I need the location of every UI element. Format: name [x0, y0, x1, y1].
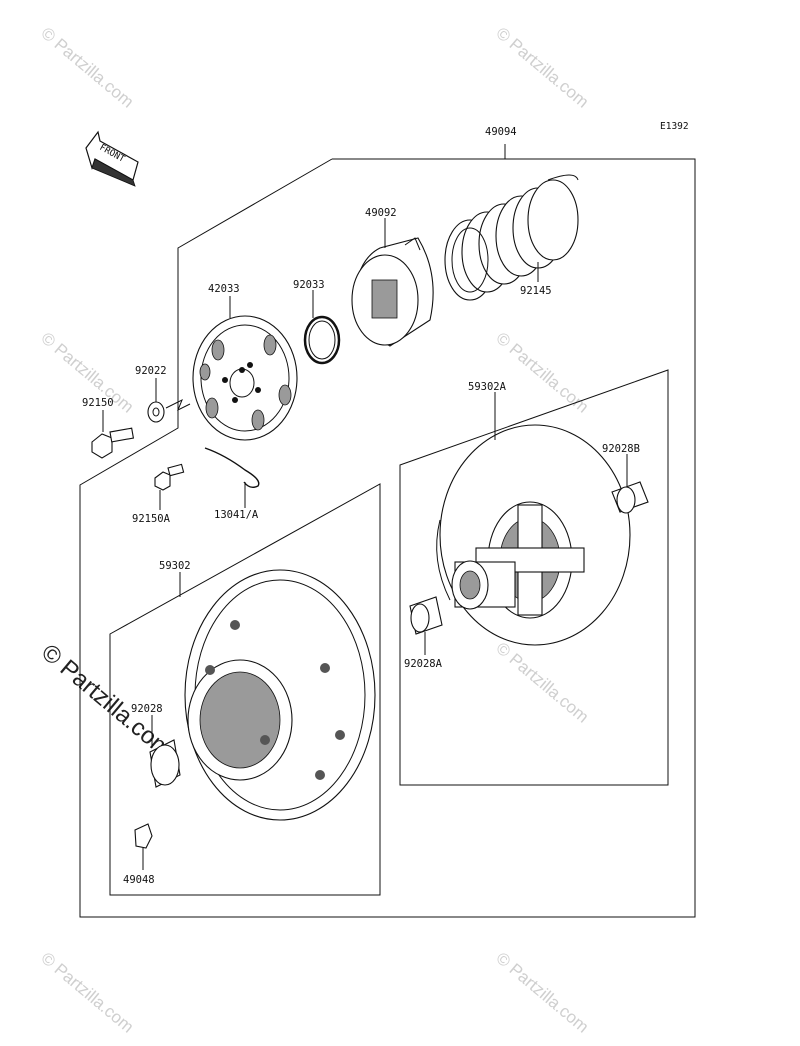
washer-92022 [147, 398, 191, 423]
clip-13041a [204, 447, 260, 489]
bushing-92028 [149, 739, 181, 788]
cam-49092 [351, 237, 434, 347]
plate-42033 [192, 315, 298, 441]
label-49094: 49094 [485, 126, 517, 138]
label-92028b: 92028B [602, 443, 640, 455]
label-92033: 92033 [293, 279, 325, 291]
label-92150: 92150 [82, 397, 114, 409]
bolt-92150 [91, 427, 135, 459]
sheave-59302 [184, 569, 376, 821]
label-92022: 92022 [135, 365, 167, 377]
assembly-frames [79, 144, 696, 918]
watermark-main: © Partzilla.com [36, 639, 177, 764]
watermark: © Partzilla.com [492, 24, 592, 112]
part-labels: 49094 49092 92145 42033 92033 92022 9215… [82, 126, 640, 886]
watermark: © Partzilla.com [492, 639, 592, 727]
watermark: © Partzilla.com [492, 329, 592, 417]
watermark: © Partzilla.com [37, 949, 137, 1037]
bushing-92028a [409, 596, 443, 635]
bushing-92028b [611, 481, 649, 514]
watermark: © Partzilla.com [492, 949, 592, 1037]
label-59302a: 59302A [468, 381, 507, 393]
label-59302: 59302 [159, 560, 191, 572]
label-49048: 49048 [123, 874, 155, 886]
label-92028: 92028 [131, 703, 163, 715]
leader-lines [102, 218, 628, 870]
label-49092: 49092 [365, 207, 397, 219]
label-92150a: 92150A [132, 513, 171, 525]
circlip-92033 [303, 315, 341, 365]
diagram-code: E1392 [660, 121, 689, 132]
front-arrow-icon: FRONT [85, 130, 139, 187]
weight-49048 [134, 823, 153, 849]
label-92145: 92145 [520, 285, 552, 297]
spring-92145 [444, 174, 579, 301]
label-42033: 42033 [208, 283, 240, 295]
label-13041a: 13041/A [214, 509, 259, 521]
label-92028a: 92028A [404, 658, 443, 670]
sheave-59302a [436, 424, 631, 646]
watermark: © Partzilla.com [37, 24, 137, 112]
bolt-92150a [154, 463, 185, 491]
